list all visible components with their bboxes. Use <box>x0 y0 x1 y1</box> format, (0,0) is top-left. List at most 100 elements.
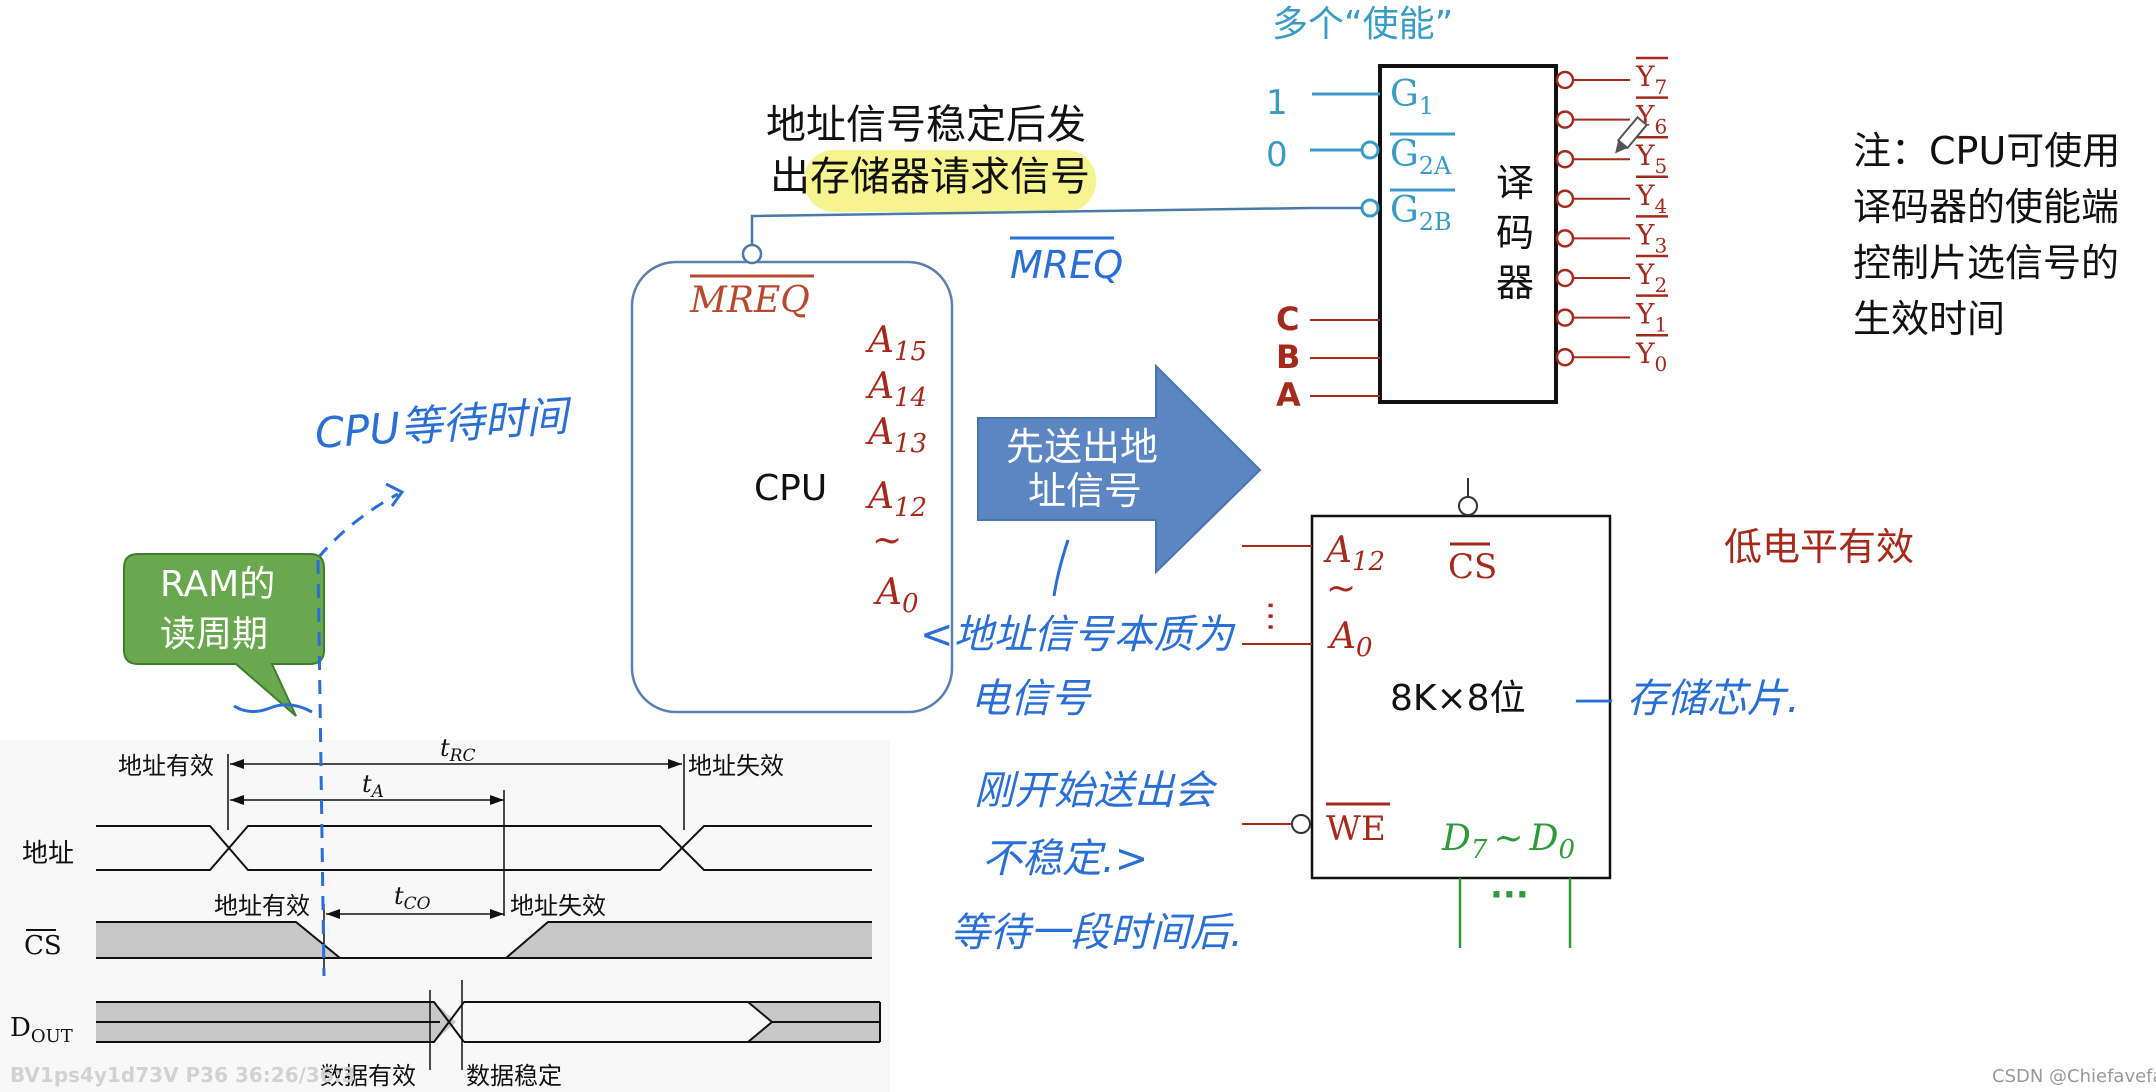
cpu-address-pin: ~ <box>872 520 902 561</box>
handwritten-notes: CPU等待时间 <地址信号本质为 电信号 刚开始送出会 不稳定.> 等待一段时间… <box>313 391 1799 956</box>
cpu-wait-dashed-line <box>316 559 326 977</box>
wire-dots: ··· <box>1250 600 1290 632</box>
cpu-wait-arrow <box>316 492 399 559</box>
cpu-wait-note: CPU等待时间 <box>313 391 574 458</box>
g2a-bubble <box>1360 140 1380 160</box>
mreq-wire: MREQ <box>750 206 1362 287</box>
request-label-line-2: 出存储器请求信号 <box>770 154 1090 200</box>
g2b-label: G2B <box>1390 190 1452 236</box>
data-pin-range: D7~D0 <box>1441 818 1575 865</box>
address-waveform <box>96 825 872 871</box>
decoder-output-bubble <box>1555 347 1575 367</box>
dout-waveform <box>96 1001 881 1043</box>
we-label: WE <box>1326 809 1386 849</box>
decoder-output-bubble <box>1555 70 1575 90</box>
cs-label: CS <box>1448 547 1497 587</box>
cpu-name: CPU <box>754 468 827 509</box>
cpu-mreq-label: MREQ <box>689 280 810 321</box>
note: 注：CPU可使用 译码器的使能端 控制片选信号的 生效时间 <box>1853 129 2120 341</box>
addr-electrical-note-2: 电信号 <box>970 676 1092 722</box>
addr-electrical-note: <地址信号本质为 <box>920 612 1237 658</box>
cpu-address-pin: A14 <box>865 366 927 413</box>
decoder-output-bubble <box>1555 229 1575 248</box>
cpu-mreq-bubble <box>741 243 763 265</box>
decoder-output-bubble <box>1555 189 1575 209</box>
pencil-cursor-icon <box>1615 115 1649 154</box>
addr-invalid-top: 地址失效 <box>688 752 784 780</box>
trc-arrow-right <box>668 759 682 769</box>
csdn-watermark: CSDN @Chiefavefan <box>1992 1066 2156 1087</box>
data-ellipsis: ··· <box>1490 875 1529 915</box>
request-label: 地址信号稳定后发 出存储器请求信号 <box>766 102 1096 212</box>
row-address-label: 地址 <box>22 839 74 869</box>
callout-line-1: RAM的 <box>160 564 275 605</box>
row-cs-label: CS <box>24 931 62 961</box>
arrow-shape <box>977 363 1262 575</box>
wait-then-note: 等待一段时间后. <box>950 910 1243 956</box>
decoder: 多个“使能” 1 G1 0 G2A G2B 译 码 器 C B A Y7Y6Y5… <box>1266 4 1668 414</box>
ta-arrow-right <box>490 795 504 805</box>
data-valid-label: 数据有效 <box>320 1062 416 1090</box>
arrow-label-line-2: 址信号 <box>1028 469 1142 513</box>
cpu-address-pin: A0 <box>873 572 919 619</box>
decoder-output-label: Y3 <box>1635 218 1667 257</box>
cpu-address-pin: A12 <box>865 476 927 523</box>
g1-label: G1 <box>1390 74 1434 120</box>
video-watermark: BV1ps4y1d73V P36 36:26/36:3 <box>10 1063 356 1087</box>
callout-shape <box>123 553 325 717</box>
just-sent-note-2: 不稳定.> <box>982 836 1148 882</box>
decoder-output-bubble <box>1555 308 1575 327</box>
arrow-label-line-1: 先送出地 <box>1006 425 1158 469</box>
request-label-line-1: 地址信号稳定后发 <box>766 102 1086 148</box>
ta-arrow-left <box>230 795 244 805</box>
tco-arrow-right <box>490 909 504 919</box>
decoder-output-bubble <box>1555 149 1575 169</box>
decoder-body <box>1378 64 1558 404</box>
just-sent-note-1: 刚开始送出会 <box>974 768 1218 814</box>
top-address-pin: A12 <box>1323 530 1385 577</box>
cpu-body <box>630 260 954 714</box>
decoder-input-a: A <box>1276 376 1301 414</box>
callout-line-2: 读周期 <box>160 614 268 655</box>
decoder-output-label: Y2 <box>1635 258 1667 297</box>
note-line-1: 注：CPU可使用 <box>1853 129 2120 173</box>
callout-squiggle <box>233 703 313 714</box>
capacity-label: 8K×8位 <box>1390 678 1526 719</box>
arrow-pointer-stroke <box>1052 539 1070 597</box>
cpu-address-pin: A15 <box>865 320 927 367</box>
memory-chip: CS ··· A12 ~ A0 8K×8位 WE D7~D0 ··· <box>1242 478 1612 948</box>
note-line-2: 译码器的使能端 <box>1853 185 2119 229</box>
addr-invalid-cs: 地址失效 <box>510 892 606 920</box>
bottom-address-pin: A0 <box>1327 616 1373 663</box>
cpu-wait-arrowhead <box>385 482 405 507</box>
decoder-body-char-1: 译 <box>1496 161 1534 205</box>
enable-title: 多个“使能” <box>1272 4 1453 45</box>
decoder-input-b: B <box>1276 338 1300 376</box>
cpu-address-pin: A13 <box>865 412 927 459</box>
data-stable-label: 数据稳定 <box>466 1062 562 1090</box>
decoder-output-label: Y1 <box>1635 298 1667 337</box>
cs-waveform <box>96 921 872 959</box>
cs-high-left <box>96 922 340 958</box>
we-bubble <box>1291 814 1311 834</box>
active-low-note: 低电平有效 <box>1724 525 1914 569</box>
decoder-output-label: Y0 <box>1635 337 1667 376</box>
send-address-arrow: 先送出地 址信号 <box>977 363 1262 597</box>
g1-input-value: 1 <box>1266 83 1288 123</box>
addr-valid-cs: 地址有效 <box>214 892 310 920</box>
decoder-output-label: Y4 <box>1635 179 1667 218</box>
ram-read-cycle-callout: RAM的 读周期 <box>123 553 325 717</box>
tco-arrow-left <box>326 909 340 919</box>
cs-high-right <box>506 922 872 958</box>
note-line-4: 生效时间 <box>1853 297 2005 341</box>
g2b-bubble <box>1360 198 1380 218</box>
cs-bubble <box>1458 496 1478 516</box>
timing-diagram: 地址有效 地址失效 tRC tA 地址 地址有效 地址失效 tCO CS DOU… <box>0 559 890 1092</box>
ta-label: tA <box>362 770 384 802</box>
decoder-output-label: Y7 <box>1635 60 1667 99</box>
storage-chip-note: — 存储芯片. <box>1574 676 1799 722</box>
highlight-mark <box>804 150 1096 212</box>
